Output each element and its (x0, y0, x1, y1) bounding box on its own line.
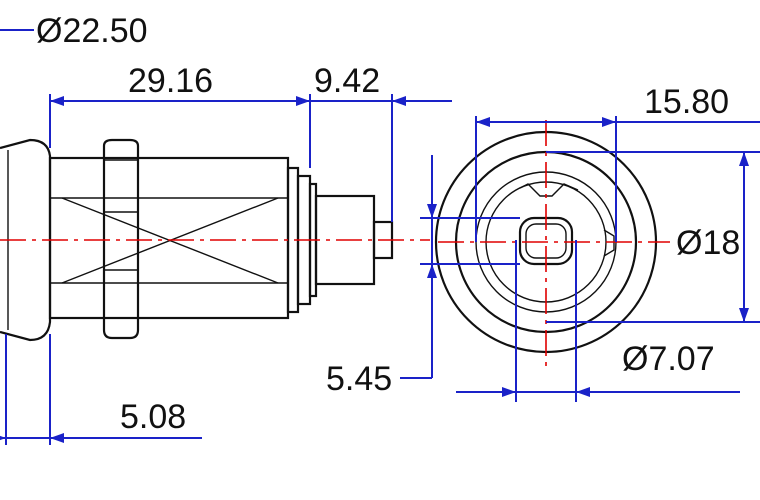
dim-29-16-arrow-left (50, 96, 64, 106)
dim-5-08-arrow-right (50, 433, 64, 443)
dim-7-07-arrow-right (576, 387, 590, 397)
dimension-lines (0, 29, 760, 445)
dim-5-45-arrow-bottom (427, 264, 437, 278)
dim-flange-thickness-label: 5.08 (120, 398, 186, 436)
dim-15-80-arrow-left (476, 117, 490, 127)
dim-29-16-arrow-right (296, 96, 310, 106)
dim-plug-length-label: 9.42 (314, 62, 380, 100)
dim-key-offset-label: 5.45 (326, 360, 392, 398)
dim-9-42-arrow (392, 96, 406, 106)
dim-7-07-arrow-left (502, 387, 516, 397)
body-outline (48, 156, 290, 320)
dim-18-arrow-top (739, 152, 749, 166)
dim-body-length-label: 29.16 (128, 62, 213, 100)
dim-bore-diameter-label: Ø7.07 (622, 340, 715, 378)
dim-18-arrow-bottom (739, 308, 749, 322)
dim-5-45-arrow-top (427, 204, 437, 218)
nut-outline (102, 138, 140, 340)
dim-5-08-arrow-left (0, 435, 6, 441)
dim-face-diameter-label: Ø18 (676, 224, 740, 262)
dim-15-80-arrow-right (602, 117, 616, 127)
dim-overall-diameter-label: Ø22.50 (36, 12, 148, 50)
dim-width-across-flats-label: 15.80 (644, 83, 729, 121)
